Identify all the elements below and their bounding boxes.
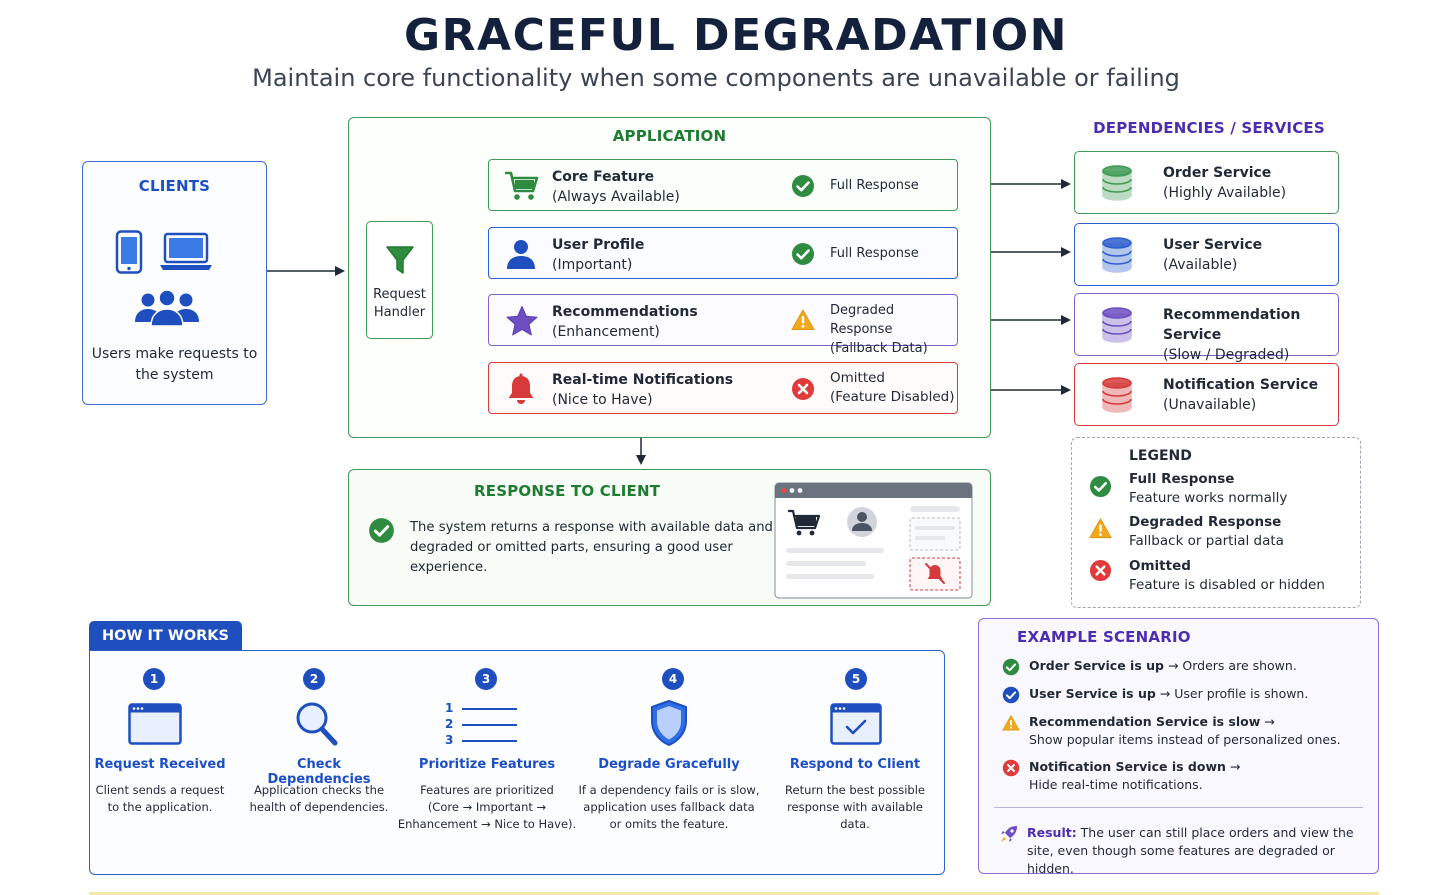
step-title: Check Dependencies bbox=[267, 757, 371, 787]
example-scenario-panel: EXAMPLE SCENARIO Order Service is up → O… bbox=[978, 618, 1379, 876]
feature-response: Full Response bbox=[830, 178, 919, 193]
database-icon bbox=[1101, 237, 1133, 273]
step-title: Request Received bbox=[94, 757, 226, 772]
service-label: Notification Service(Unavailable) bbox=[1163, 377, 1319, 413]
warning-icon bbox=[1088, 517, 1113, 540]
database-icon bbox=[1101, 165, 1133, 201]
x-circle-icon bbox=[1002, 759, 1020, 777]
page-subtitle: Maintain core functionality when some co… bbox=[252, 64, 1180, 92]
how-it-works-panel: 1 Request Received Client sends a reques… bbox=[89, 650, 945, 875]
shield-icon bbox=[651, 700, 687, 746]
magnifier-icon bbox=[296, 702, 338, 746]
feature-label: Recommendations(Enhancement) bbox=[552, 304, 698, 340]
user-icon bbox=[507, 240, 535, 269]
feature-label: Real-time Notifications(Nice to Have) bbox=[552, 372, 734, 408]
response-title: RESPONSE TO CLIENT bbox=[474, 482, 661, 500]
service-order: Order Service(Highly Available) bbox=[1074, 151, 1339, 214]
example-title: EXAMPLE SCENARIO bbox=[1017, 628, 1191, 646]
application-panel: APPLICATION Request Handler Core Feature… bbox=[348, 117, 991, 438]
warning-icon bbox=[1001, 714, 1021, 732]
feature-recommendations: Recommendations(Enhancement) Degraded Re… bbox=[488, 294, 958, 356]
bottom-edge bbox=[89, 892, 1379, 895]
feature-core: Core Feature(Always Available) Full Resp… bbox=[488, 159, 958, 211]
check-circle-icon bbox=[368, 517, 395, 544]
response-description: The system returns a response with avail… bbox=[410, 520, 773, 575]
example-item: Order Service is up → Orders are shown. bbox=[1029, 658, 1297, 673]
funnel-icon bbox=[386, 246, 414, 274]
legend-title: LEGEND bbox=[1129, 448, 1192, 464]
clients-description: Users make requests to the system bbox=[91, 346, 258, 383]
feature-notifications: Real-time Notifications(Nice to Have) Om… bbox=[488, 362, 958, 414]
service-label: Order Service(Highly Available) bbox=[1163, 165, 1287, 201]
service-label: User Service(Available) bbox=[1163, 237, 1263, 273]
cart-icon bbox=[788, 509, 821, 536]
step-description: If a dependency fails or is slow,applica… bbox=[578, 783, 760, 831]
how-it-works-tab: HOW IT WORKS bbox=[89, 621, 242, 651]
step-number: 4 bbox=[662, 668, 684, 690]
example-result: Result: The user can still place orders … bbox=[1027, 825, 1354, 876]
application-title: APPLICATION bbox=[612, 127, 727, 145]
example-item: Notification Service is down →Hide real-… bbox=[1029, 759, 1241, 792]
check-circle-icon bbox=[1002, 658, 1020, 676]
dependencies-title: DEPENDENCIES / SERVICES bbox=[1093, 119, 1325, 137]
check-circle-icon bbox=[1002, 686, 1020, 704]
page-title: GRACEFUL DEGRADATION bbox=[404, 10, 1068, 61]
response-panel: RESPONSE TO CLIENT The system returns a … bbox=[348, 469, 991, 606]
cart-icon bbox=[505, 171, 539, 200]
step-number: 3 bbox=[475, 668, 497, 690]
database-icon bbox=[1101, 307, 1133, 343]
feature-response: Degraded Response (Fallback Data) bbox=[830, 303, 928, 356]
users-group-icon bbox=[135, 289, 199, 327]
step-title: Degrade Gracefully bbox=[598, 757, 740, 772]
phone-icon bbox=[115, 230, 143, 274]
divider bbox=[994, 807, 1363, 808]
x-circle-icon bbox=[1089, 559, 1112, 582]
database-icon bbox=[1101, 377, 1133, 413]
feature-user-profile: User Profile(Important) Full Response bbox=[488, 227, 958, 279]
bell-off-icon bbox=[925, 563, 945, 584]
rocket-icon bbox=[1001, 826, 1017, 842]
service-user: User Service(Available) bbox=[1074, 223, 1339, 286]
step-number: 2 bbox=[303, 668, 325, 690]
service-notification: Notification Service(Unavailable) bbox=[1074, 363, 1339, 426]
bell-icon bbox=[508, 373, 534, 404]
feature-label: User Profile(Important) bbox=[552, 237, 645, 273]
browser-mockup bbox=[774, 482, 973, 599]
step-number: 1 bbox=[143, 668, 165, 690]
step-number: 5 bbox=[845, 668, 867, 690]
service-label: Recommendation Service(Slow / Degraded) bbox=[1163, 307, 1301, 363]
check-circle-icon bbox=[791, 174, 815, 198]
x-circle-icon bbox=[791, 377, 815, 401]
step-title: Respond to Client bbox=[789, 757, 921, 772]
feature-response: Omitted (Feature Disabled) bbox=[830, 370, 955, 405]
example-item: User Service is up → User profile is sho… bbox=[1029, 686, 1309, 701]
feature-response: Full Response bbox=[830, 246, 919, 261]
laptop-icon bbox=[160, 232, 212, 270]
warning-icon bbox=[790, 308, 816, 332]
clients-title: CLIENTS bbox=[138, 177, 211, 195]
example-item: Recommendation Service is slow →Show pop… bbox=[1029, 714, 1341, 747]
clients-panel: CLIENTS Users make requests to the syste… bbox=[82, 161, 267, 405]
check-circle-icon bbox=[791, 242, 815, 266]
step-title: Prioritize Features bbox=[418, 757, 556, 772]
star-icon bbox=[506, 306, 538, 336]
service-recommendation: Recommendation Service(Slow / Degraded) bbox=[1074, 293, 1339, 363]
check-circle-icon bbox=[1089, 475, 1112, 498]
step-description: Features are prioritized(Core → Importan… bbox=[397, 783, 577, 831]
feature-label: Core Feature(Always Available) bbox=[552, 169, 680, 205]
request-handler-label: Request Handler bbox=[373, 287, 426, 320]
request-handler: Request Handler bbox=[366, 221, 433, 339]
priority-list-icon: 1 2 3 bbox=[445, 700, 520, 750]
browser-window-icon bbox=[128, 703, 182, 745]
window-check-icon bbox=[830, 703, 882, 745]
